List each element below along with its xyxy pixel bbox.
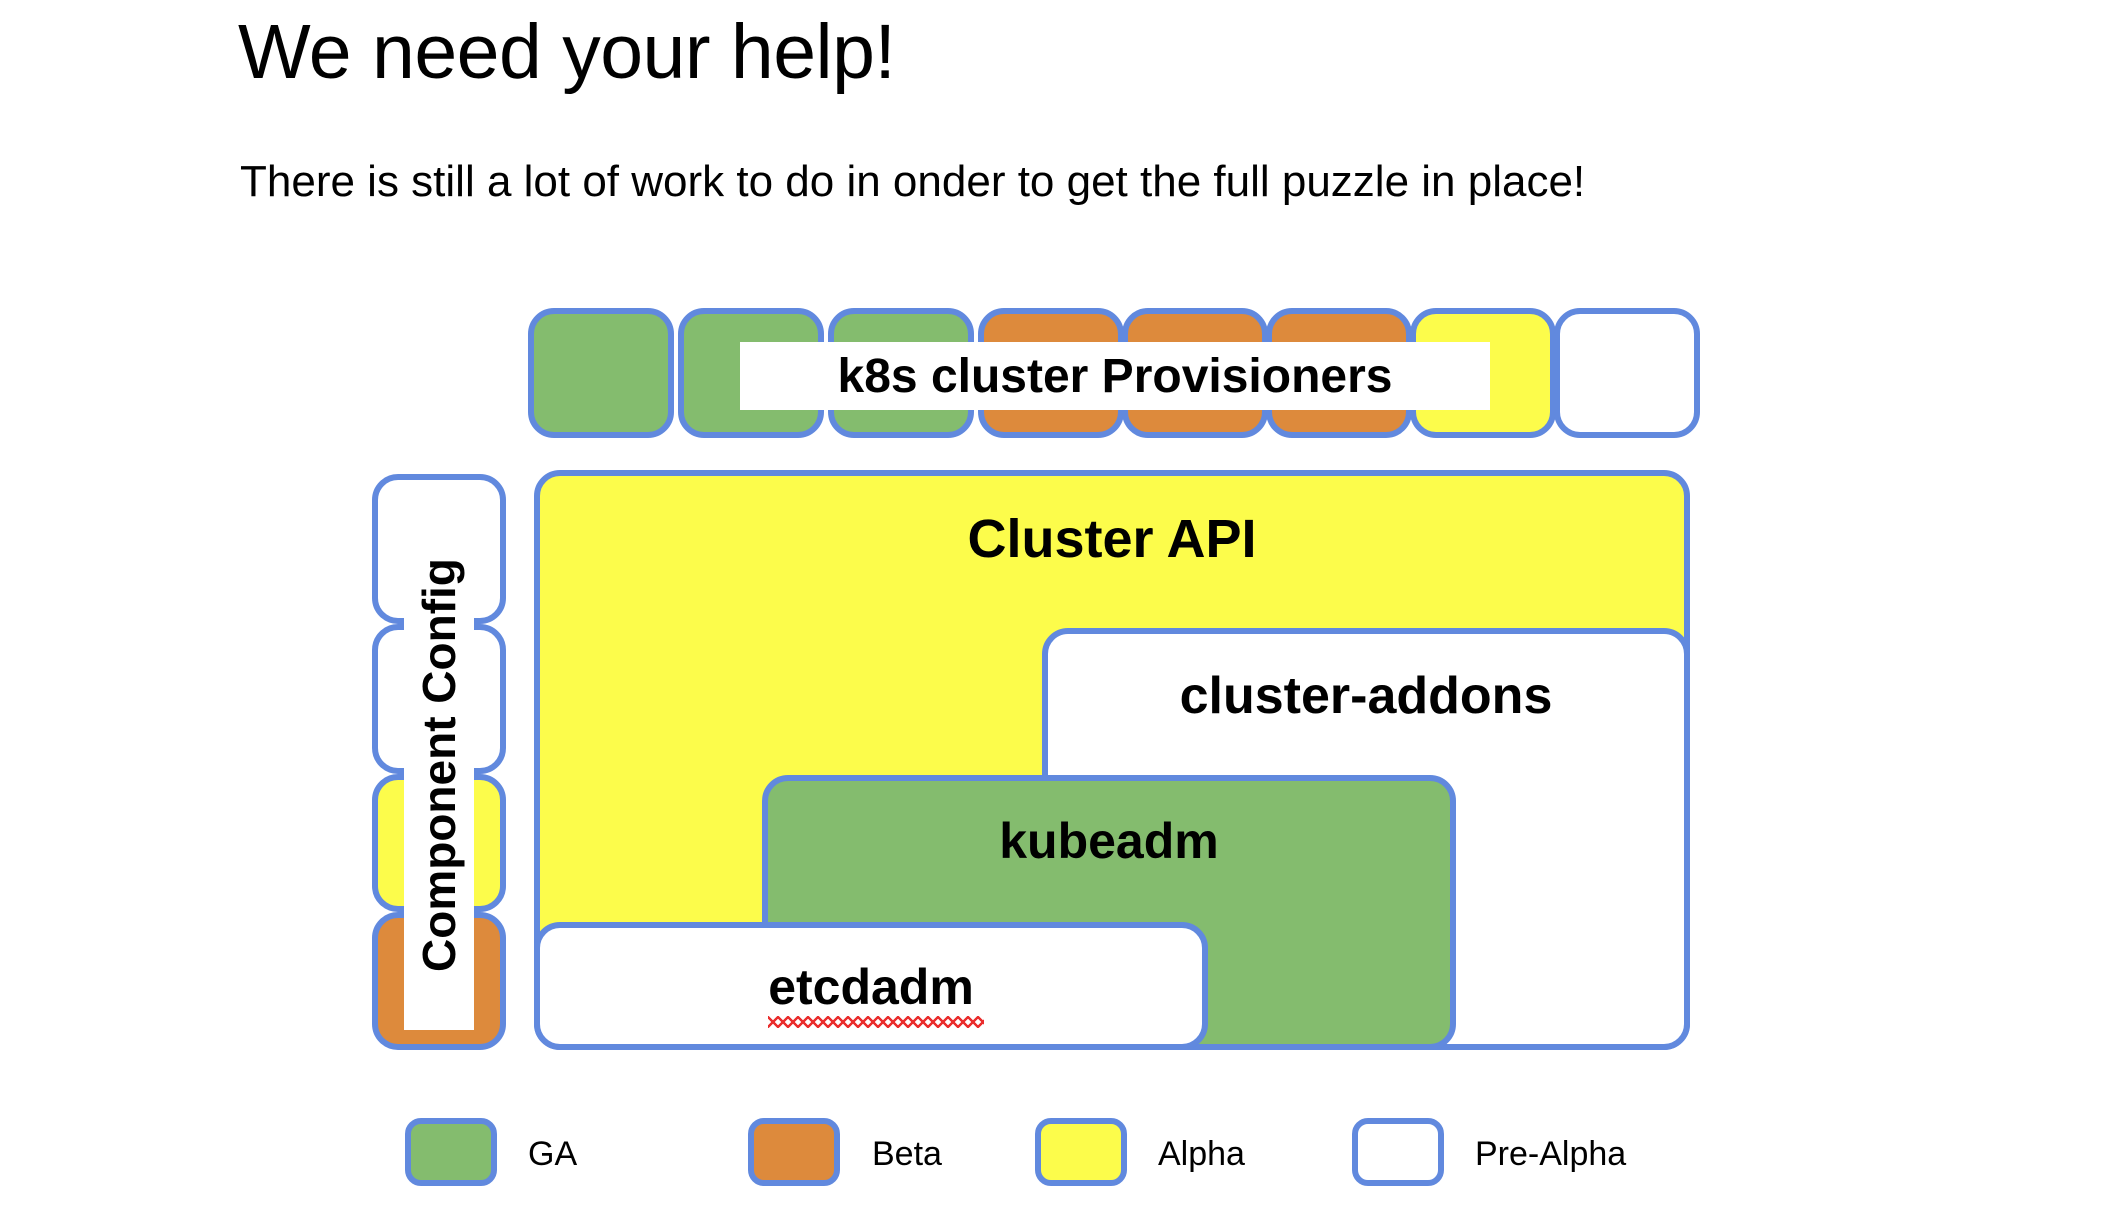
provisioners-label-band: k8s cluster Provisioners: [740, 342, 1490, 410]
legend-swatch-ga: [405, 1118, 497, 1186]
legend-label-beta: Beta: [872, 1135, 942, 1173]
provisioners-label-text: k8s cluster Provisioners: [837, 349, 1393, 403]
legend-swatch-alpha: [1035, 1118, 1127, 1186]
page-subtitle: There is still a lot of work to do in on…: [240, 157, 1586, 206]
etcdadm-box[interactable]: [534, 922, 1208, 1050]
etcdadm-label: etcdadm: [768, 959, 974, 1015]
provisioner-tile-1[interactable]: [528, 308, 674, 438]
legend-label-ga: GA: [528, 1135, 578, 1173]
kubeadm-label: kubeadm: [999, 813, 1219, 869]
etcdadm-spellcheck-underline: [768, 1016, 984, 1028]
legend-swatch-beta: [748, 1118, 840, 1186]
legend-label-pre-alpha: Pre-Alpha: [1475, 1135, 1627, 1173]
cluster-addons-label: cluster-addons: [1179, 667, 1553, 725]
page-title: We need your help!: [238, 9, 896, 95]
cluster-api-label: Cluster API: [967, 509, 1257, 569]
provisioner-tile-8[interactable]: [1554, 308, 1700, 438]
legend-swatch-pre-alpha: [1352, 1118, 1444, 1186]
legend-label-alpha: Alpha: [1158, 1135, 1245, 1173]
